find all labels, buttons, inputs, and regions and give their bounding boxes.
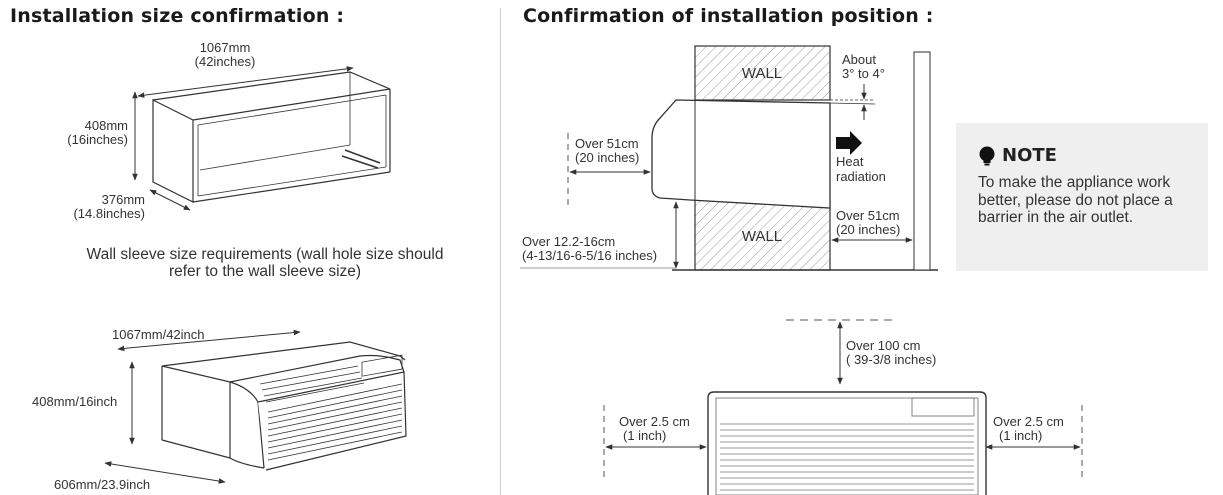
tilt-label-line2: 3° to 4° [842, 66, 885, 81]
note-title: NOTE [1002, 145, 1057, 166]
sleeve-depth-dimension [149, 189, 191, 211]
ac-unit-drawing [161, 341, 407, 471]
left-clearance-in: (1 inch) [623, 428, 666, 443]
back-clearance-in: (20 inches) [836, 222, 900, 237]
heat-label-line2: radiation [836, 169, 886, 184]
top-clearance-in: ( 39-3/8 inches) [846, 352, 936, 367]
unit-depth-label: 606mm/23.9inch [54, 477, 150, 492]
sleeve-height-mm: 408mm [85, 118, 128, 133]
right-clearance-in: (1 inch) [999, 428, 1042, 443]
left-section-heading: Installation size confirmation : [10, 5, 345, 27]
front-clearance-in: (20 inches) [575, 150, 639, 165]
note-box: NOTE To make the appliance work better, … [956, 123, 1208, 271]
floor-clearance-in: (4-13/16-6-5/16 inches) [522, 248, 657, 263]
sleeve-width-mm: 1067mm [200, 40, 251, 55]
floor-clearance-cm: Over 12.2-16cm [522, 234, 615, 249]
note-heading: NOTE [978, 145, 1194, 166]
right-clearance-cm: Over 2.5 cm [993, 414, 1064, 429]
wall-bottom-label: WALL [742, 228, 782, 245]
side-view-drawing [520, 45, 938, 271]
left-clearance-cm: Over 2.5 cm [619, 414, 690, 429]
back-clearance-cm: Over 51cm [836, 208, 900, 223]
right-section-heading: Confirmation of installation position : [523, 5, 934, 27]
front-clearance-cm: Over 51cm [575, 136, 639, 151]
top-clearance-cm: Over 100 cm [846, 338, 920, 353]
wall-top-label: WALL [742, 65, 782, 82]
unit-height-label: 408mm/16inch [32, 394, 117, 409]
sleeve-width-in: (42inches) [195, 54, 256, 69]
lightbulb-icon [979, 146, 995, 165]
unit-width-label: 1067mm/42inch [112, 327, 205, 342]
heat-label-line1: Heat [836, 154, 864, 169]
note-text: To make the appliance work better, pleas… [978, 174, 1173, 226]
section-divider [500, 8, 501, 495]
sleeve-depth-in: (14.8inches) [73, 206, 145, 221]
sleeve-depth-mm: 376mm [102, 192, 145, 207]
unit-depth-dimension [104, 461, 226, 484]
tilt-label-line1: About [842, 52, 876, 67]
wall-sleeve-drawing [152, 71, 391, 203]
sleeve-height-in: (16inches) [67, 132, 128, 147]
unit-width-dimension [117, 329, 301, 352]
front-view-drawing [603, 319, 1083, 495]
sleeve-width-dimension [137, 66, 354, 98]
wall-sleeve-caption: Wall sleeve size requirements (wall hole… [86, 246, 444, 280]
